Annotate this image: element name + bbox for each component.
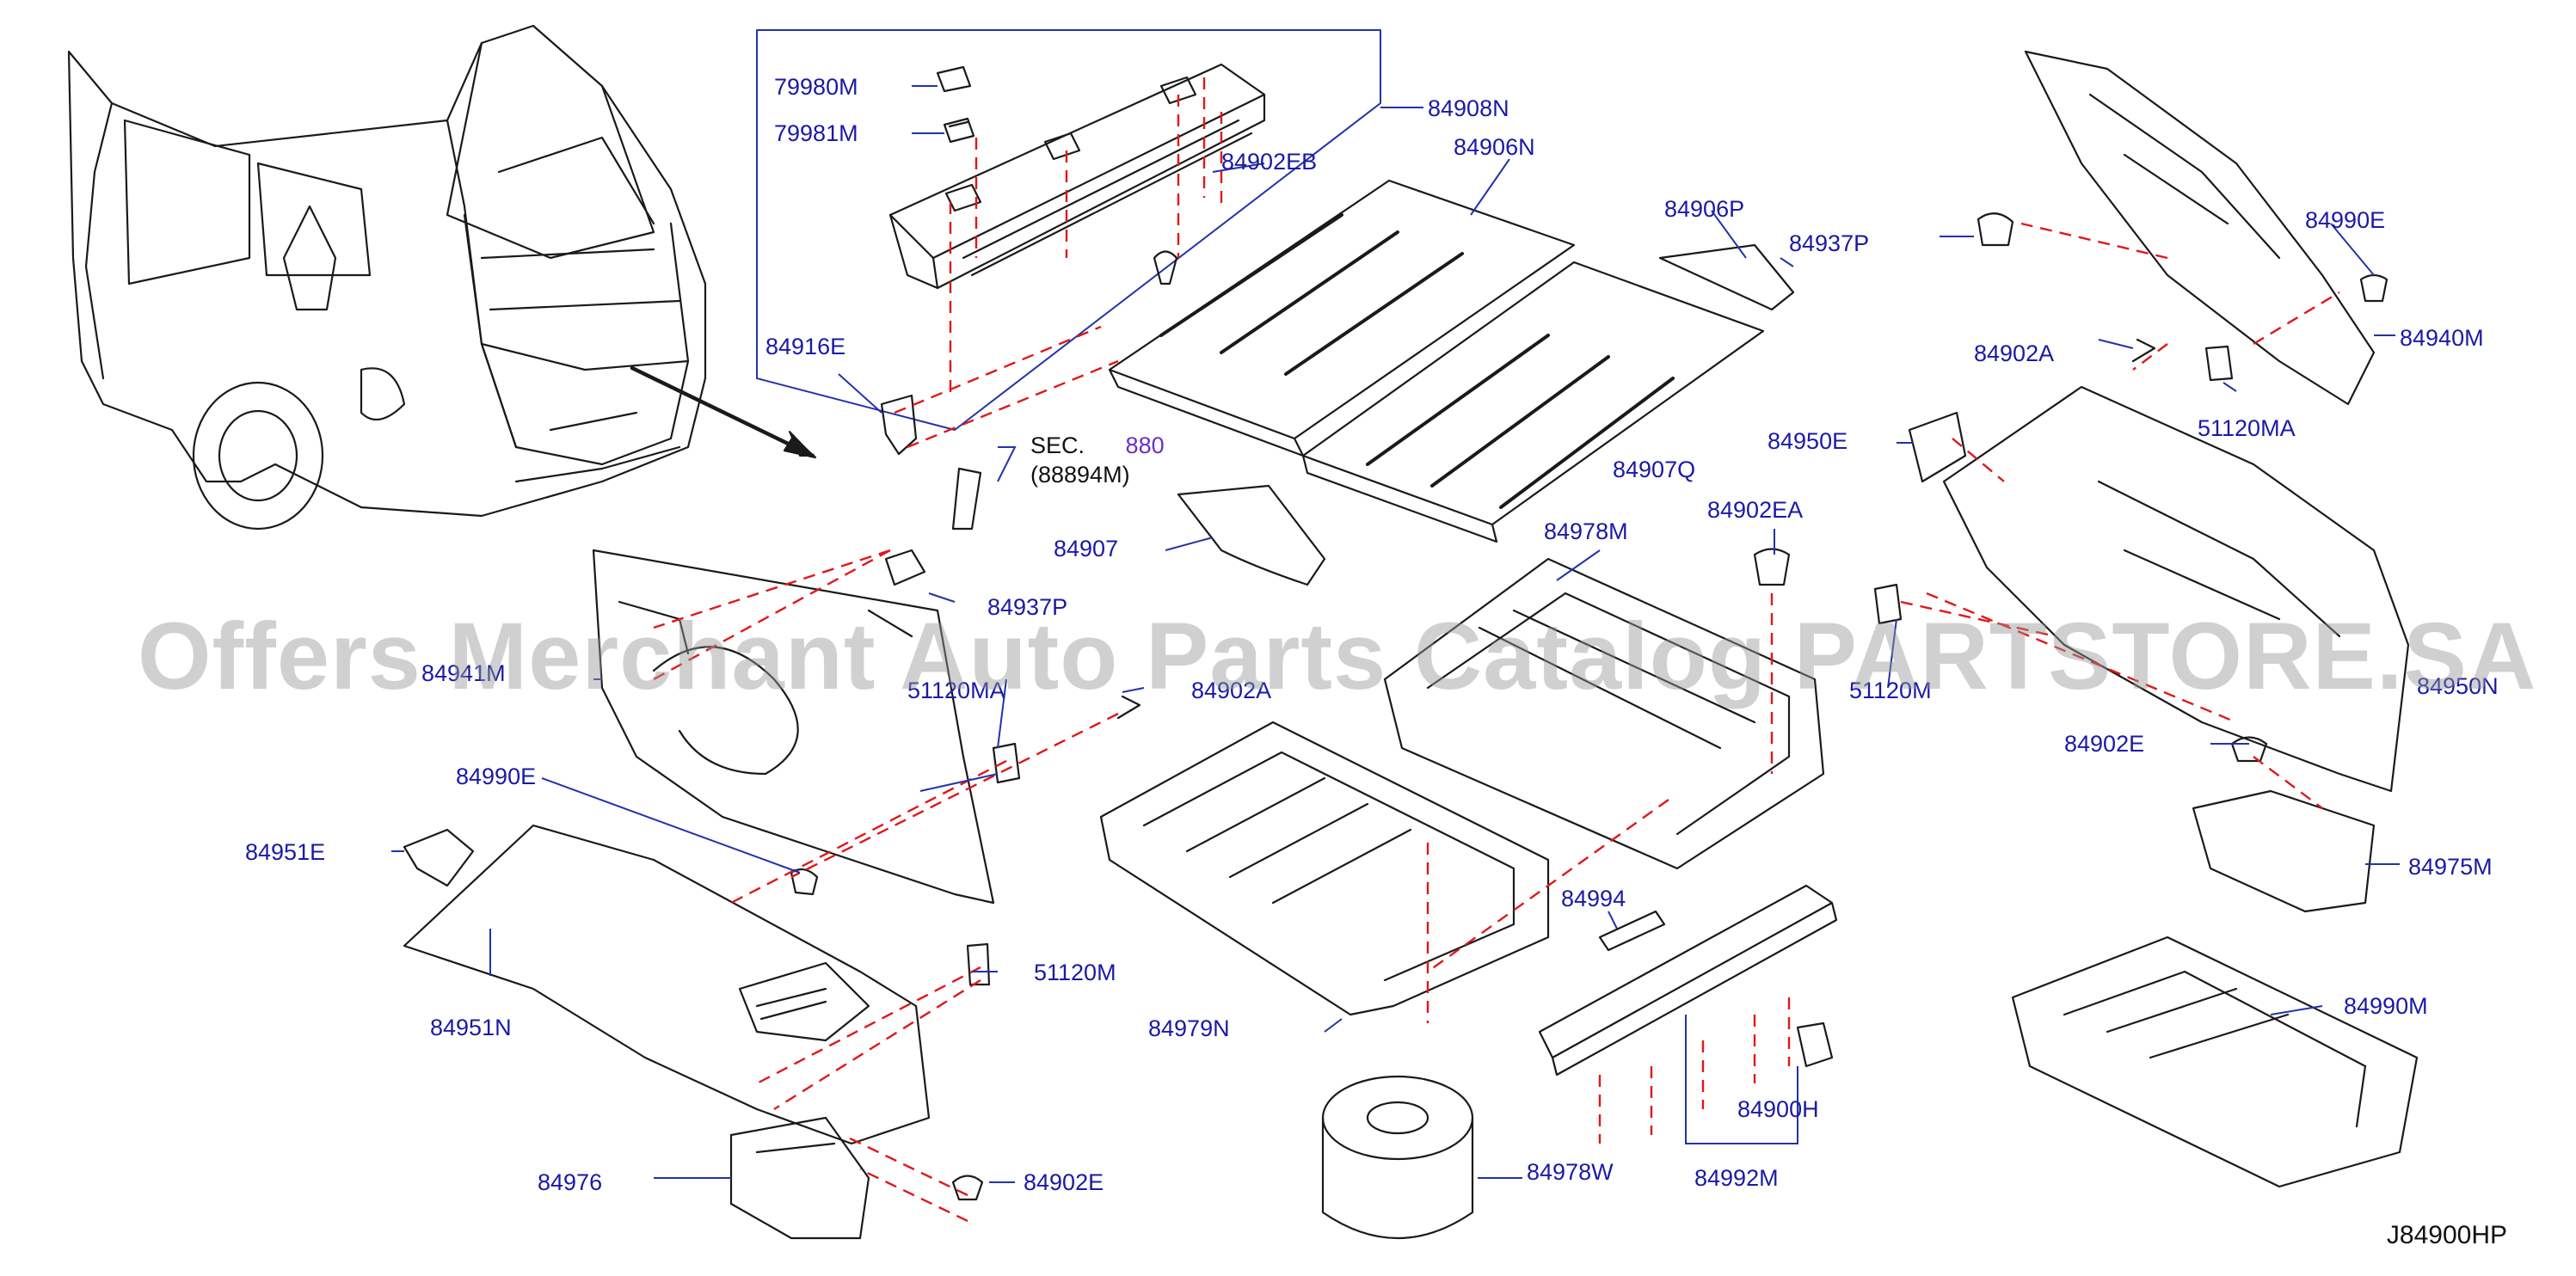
part-84902a-right	[2131, 338, 2156, 363]
part-84951n	[403, 824, 931, 1145]
part-84937p-mid	[884, 549, 926, 586]
label-84990e-right[interactable]: 84990E	[2305, 207, 2386, 233]
part-84950n	[1942, 385, 2410, 793]
part-84907	[1177, 484, 1326, 586]
part-51120m-right	[1873, 583, 1903, 625]
label-51120ma-left[interactable]: 51120MA	[907, 678, 1005, 703]
label-51120m-left[interactable]: 51120M	[1034, 960, 1116, 985]
label-84902ea[interactable]: 84902EA	[1707, 497, 1804, 523]
part-84990m	[2011, 936, 2419, 1188]
part-51120ma-right	[2204, 345, 2234, 382]
alignment-lines	[653, 77, 2340, 1223]
group-box-84908n	[756, 29, 1381, 431]
label-84950n[interactable]: 84950N	[2417, 673, 2499, 699]
vehicle-illustration	[67, 24, 707, 531]
label-84908n[interactable]: 84908N	[1428, 95, 1509, 121]
label-84906p[interactable]: 84906P	[1664, 196, 1745, 222]
part-84978m	[1383, 557, 1825, 870]
part-84979n	[1099, 721, 1550, 1016]
part-84902a-left	[1116, 695, 1141, 720]
label-84902a-right[interactable]: 84902A	[1974, 340, 2055, 366]
label-84937p-mid[interactable]: 84937P	[987, 594, 1068, 620]
label-84994[interactable]: 84994	[1561, 886, 1626, 911]
label-84902eb[interactable]: 84902EB	[1221, 149, 1318, 175]
label-84902e-right[interactable]: 84902E	[2064, 731, 2145, 757]
label-84906n[interactable]: 84906N	[1454, 134, 1535, 160]
part-84976	[729, 1116, 870, 1240]
label-51120ma-right[interactable]: 51120MA	[2198, 415, 2296, 441]
part-84902eb	[1153, 250, 1178, 285]
label-84976[interactable]: 84976	[538, 1169, 603, 1195]
label-84916e[interactable]: 84916E	[765, 334, 846, 359]
label-84990m[interactable]: 84990M	[2344, 993, 2428, 1019]
label-84978m[interactable]: 84978M	[1544, 518, 1628, 544]
label-84902e-bottom[interactable]: 84902E	[1024, 1169, 1104, 1195]
part-84990e-right	[2359, 273, 2388, 303]
label-84990e-left[interactable]: 84990E	[456, 764, 537, 789]
label-79981m[interactable]: 79981M	[774, 120, 858, 146]
label-84951e[interactable]: 84951E	[245, 839, 326, 865]
pointer-arrow	[630, 365, 815, 458]
part-84975m	[2192, 789, 2376, 913]
label-84900h[interactable]: 84900H	[1737, 1096, 1819, 1122]
part-88894m	[951, 467, 982, 531]
part-84907q	[1301, 261, 1765, 543]
part-84990e-left	[790, 868, 819, 896]
part-84906p	[1658, 243, 1795, 311]
leader-lines	[391, 85, 2400, 1183]
diagram-code: J84900HP	[2386, 1221, 2507, 1249]
part-84900h	[1796, 1021, 1834, 1068]
part-51120m-left	[966, 942, 991, 986]
label-84940m[interactable]: 84940M	[2400, 325, 2484, 351]
label-84907q[interactable]: 84907Q	[1613, 457, 1696, 482]
label-84978w[interactable]: 84978W	[1527, 1159, 1614, 1185]
label-79980m[interactable]: 79980M	[774, 74, 858, 100]
part-84978w	[1321, 1075, 1474, 1239]
part-84951e	[403, 828, 475, 887]
label-51120m-right[interactable]: 51120M	[1849, 678, 1932, 703]
label-84975m[interactable]: 84975M	[2408, 854, 2493, 880]
label-84907[interactable]: 84907	[1054, 536, 1119, 561]
part-84950e	[1908, 411, 1967, 483]
section-part: (88894M)	[1030, 461, 1130, 488]
part-84902e-bottom	[951, 1175, 984, 1201]
label-84992m[interactable]: 84992M	[1694, 1165, 1779, 1191]
section-label: SEC.	[1030, 432, 1085, 458]
section-number[interactable]: 880	[1125, 432, 1165, 458]
label-84941m[interactable]: 84941M	[421, 660, 506, 686]
part-84908n	[888, 63, 1266, 290]
part-84941m	[592, 549, 995, 905]
label-84951n[interactable]: 84951N	[430, 1015, 512, 1040]
part-84994	[1598, 910, 1666, 952]
label-84950e[interactable]: 84950E	[1768, 428, 1848, 454]
part-84940m	[2024, 50, 2376, 406]
part-84992m	[1538, 884, 1838, 1077]
part-79980m	[936, 65, 972, 93]
part-84902ea	[1753, 548, 1791, 586]
section-reference[interactable]: SEC. 880 (88894M)	[1030, 432, 1165, 490]
part-84902e-right	[2230, 736, 2268, 763]
label-84979n[interactable]: 84979N	[1148, 1015, 1230, 1041]
part-51120ma-left	[992, 742, 1021, 784]
label-84937p-top[interactable]: 84937P	[1789, 230, 1870, 256]
part-84937p-top	[1977, 212, 2014, 247]
part-79981m	[943, 117, 975, 144]
label-84902a-left[interactable]: 84902A	[1191, 678, 1272, 703]
